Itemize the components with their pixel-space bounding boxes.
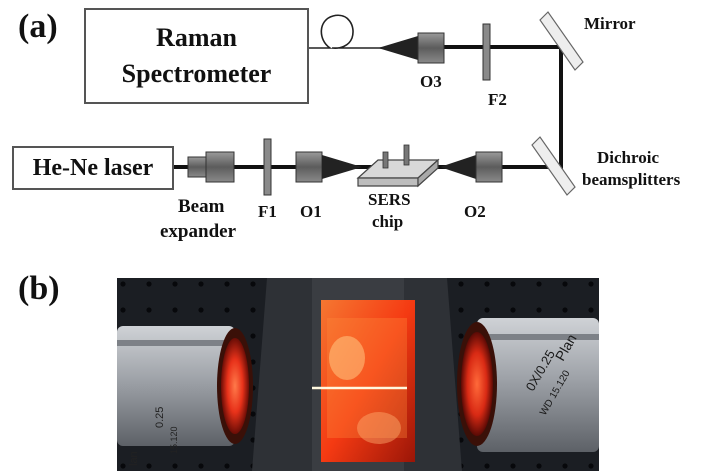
- raman-spectrometer-box: Raman Spectrometer: [84, 8, 309, 104]
- panel-a-label: (a): [18, 8, 58, 45]
- sers-chip-label-line2: chip: [372, 212, 404, 231]
- left-objective-text-2: 15.120: [169, 426, 179, 454]
- he-ne-laser-box: He-Ne laser: [12, 146, 174, 190]
- filter-f1-icon: [263, 138, 272, 196]
- left-objective-text-1: 0.25: [154, 407, 166, 428]
- he-ne-laser-label: He-Ne laser: [32, 154, 154, 181]
- filter-f1-label: F1: [258, 202, 277, 221]
- beam-expander-label-line1: Beam: [178, 196, 225, 217]
- panel-b-photo: 0.25 15.120 lan Plan 0X/0.25 WD 15.1: [117, 278, 599, 471]
- mirror-label: Mirror: [584, 14, 636, 33]
- objective-o1-icon: [295, 151, 362, 183]
- beam-expander-icon: [187, 151, 235, 183]
- raman-spectrometer-label-line1: Raman: [156, 23, 237, 52]
- objective-o2-label: O2: [464, 202, 486, 221]
- mirror-icon: [539, 11, 584, 71]
- objective-o2-icon: [440, 151, 503, 183]
- optical-fiber: [308, 14, 392, 49]
- sers-chip-photo: [312, 300, 415, 462]
- raman-spectrometer-label-line2: Spectrometer: [121, 59, 272, 88]
- objective-o3-label: O3: [420, 72, 442, 91]
- filter-f2-label: F2: [488, 90, 507, 109]
- right-objective-lens: [457, 318, 599, 452]
- dichroic-beamsplitter-icon: [531, 136, 576, 196]
- filter-f2-icon: [482, 23, 491, 81]
- sers-chip-icon: [356, 144, 440, 188]
- panel-a-schematic: [172, 11, 584, 196]
- dichroic-label-line1: Dichroic: [597, 148, 660, 167]
- objective-o1-label: O1: [300, 202, 322, 221]
- left-objective-text-3: lan: [128, 451, 140, 466]
- left-objective-lens: [117, 326, 253, 446]
- objective-o3-icon: [378, 32, 445, 64]
- beam-expander-label-line2: expander: [160, 221, 236, 242]
- panel-b-label: (b): [18, 270, 60, 307]
- dichroic-label-line2: beamsplitters: [582, 170, 681, 189]
- sers-chip-label-line1: SERS: [368, 190, 411, 209]
